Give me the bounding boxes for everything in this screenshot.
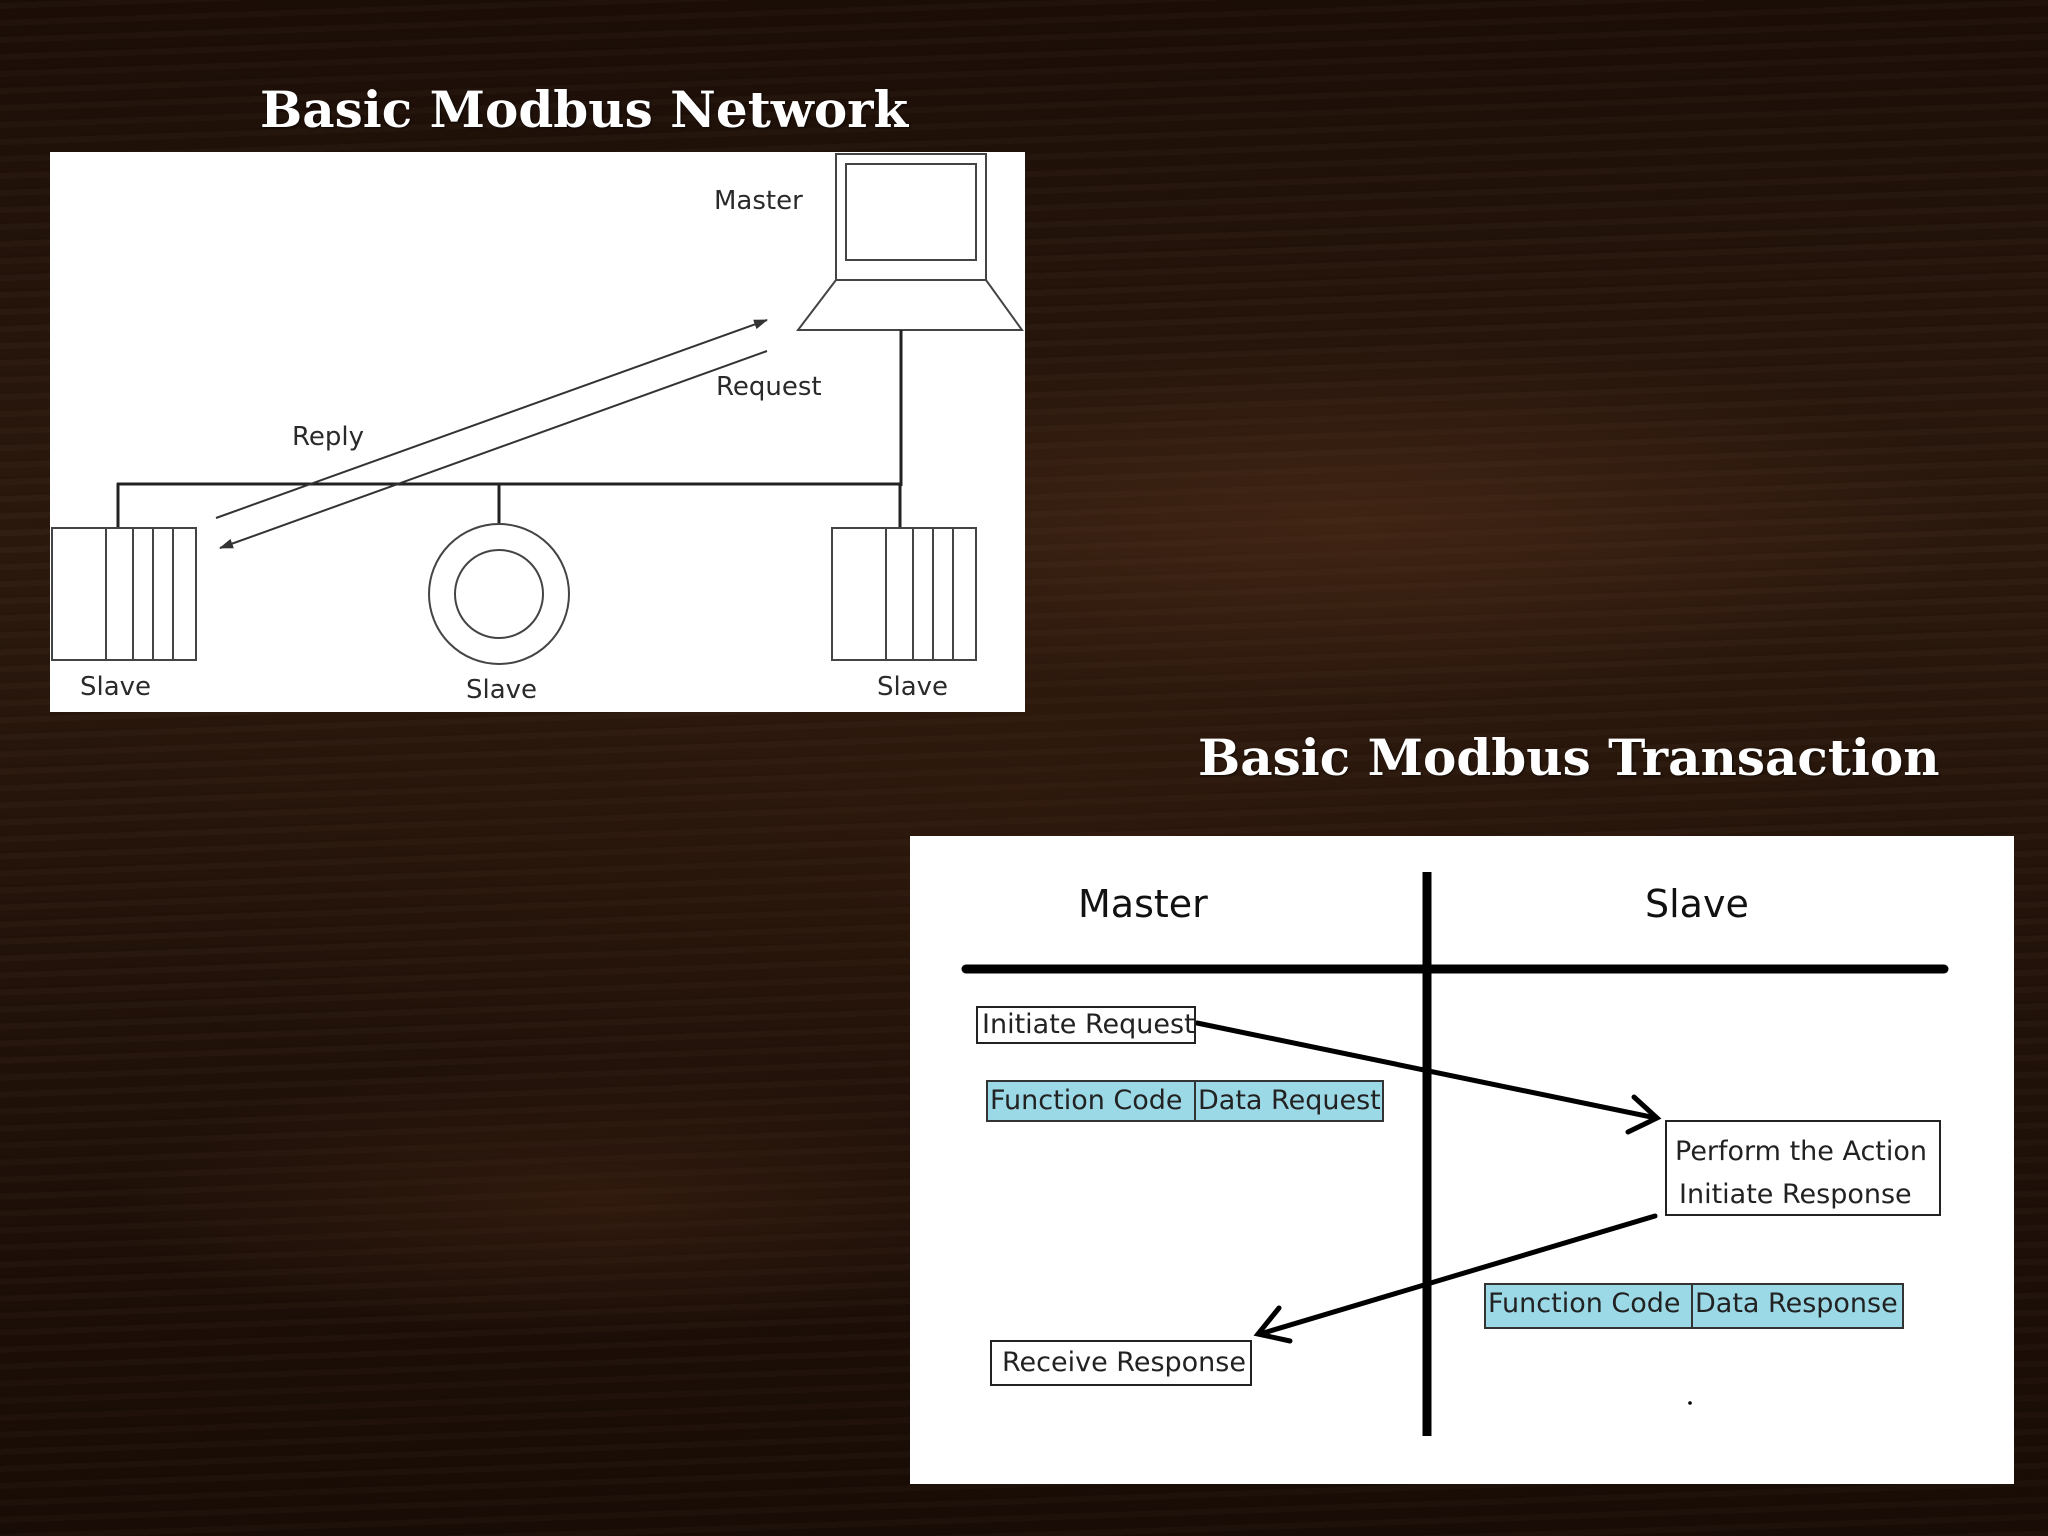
slave-column-header: Slave [1645,882,1749,926]
reply-arrow [215,319,768,519]
response-arrow [1253,1213,1658,1344]
slave-circle-icon [428,523,570,665]
perform-action-box: Perform the Action Initiate Response [1665,1120,1941,1216]
initiate-request-box: Initiate Request [976,1006,1196,1044]
network-bus [116,330,903,528]
function-code-cell: Function Code [1484,1283,1693,1329]
request-arrow [219,350,768,549]
slave-rack-icon [51,527,197,661]
slave-label: Slave [80,672,152,702]
initiate-response-text: Initiate Response [1679,1179,1912,1210]
transaction-diagram: Master Slave Initiate Request Function C… [910,836,2014,1484]
request-label: Request [716,372,822,402]
network-diagram: Master Request Reply Slave Slave Slave [50,152,1025,712]
data-response-cell: Data Response [1691,1283,1904,1329]
master-label: Master [714,186,803,216]
stray-dot [1688,1401,1692,1405]
slave-label: Slave [877,672,949,702]
slave-label: Slave [466,675,538,705]
master-column-header: Master [1078,882,1208,926]
function-code-cell: Function Code [986,1080,1196,1122]
slave-rack-icon [831,527,977,661]
transaction-diagram-drawing [961,872,1949,1436]
perform-action-text: Perform the Action [1675,1136,1928,1167]
reply-label: Reply [292,422,365,452]
master-computer-icon [795,153,1024,331]
network-diagram-drawing [51,153,1024,665]
transaction-title: Basic Modbus Transaction [1198,728,1940,787]
receive-response-box: Receive Response [990,1340,1252,1386]
data-request-cell: Data Request [1194,1080,1384,1122]
request-arrow [1194,1020,1662,1135]
network-title: Basic Modbus Network [260,80,909,139]
